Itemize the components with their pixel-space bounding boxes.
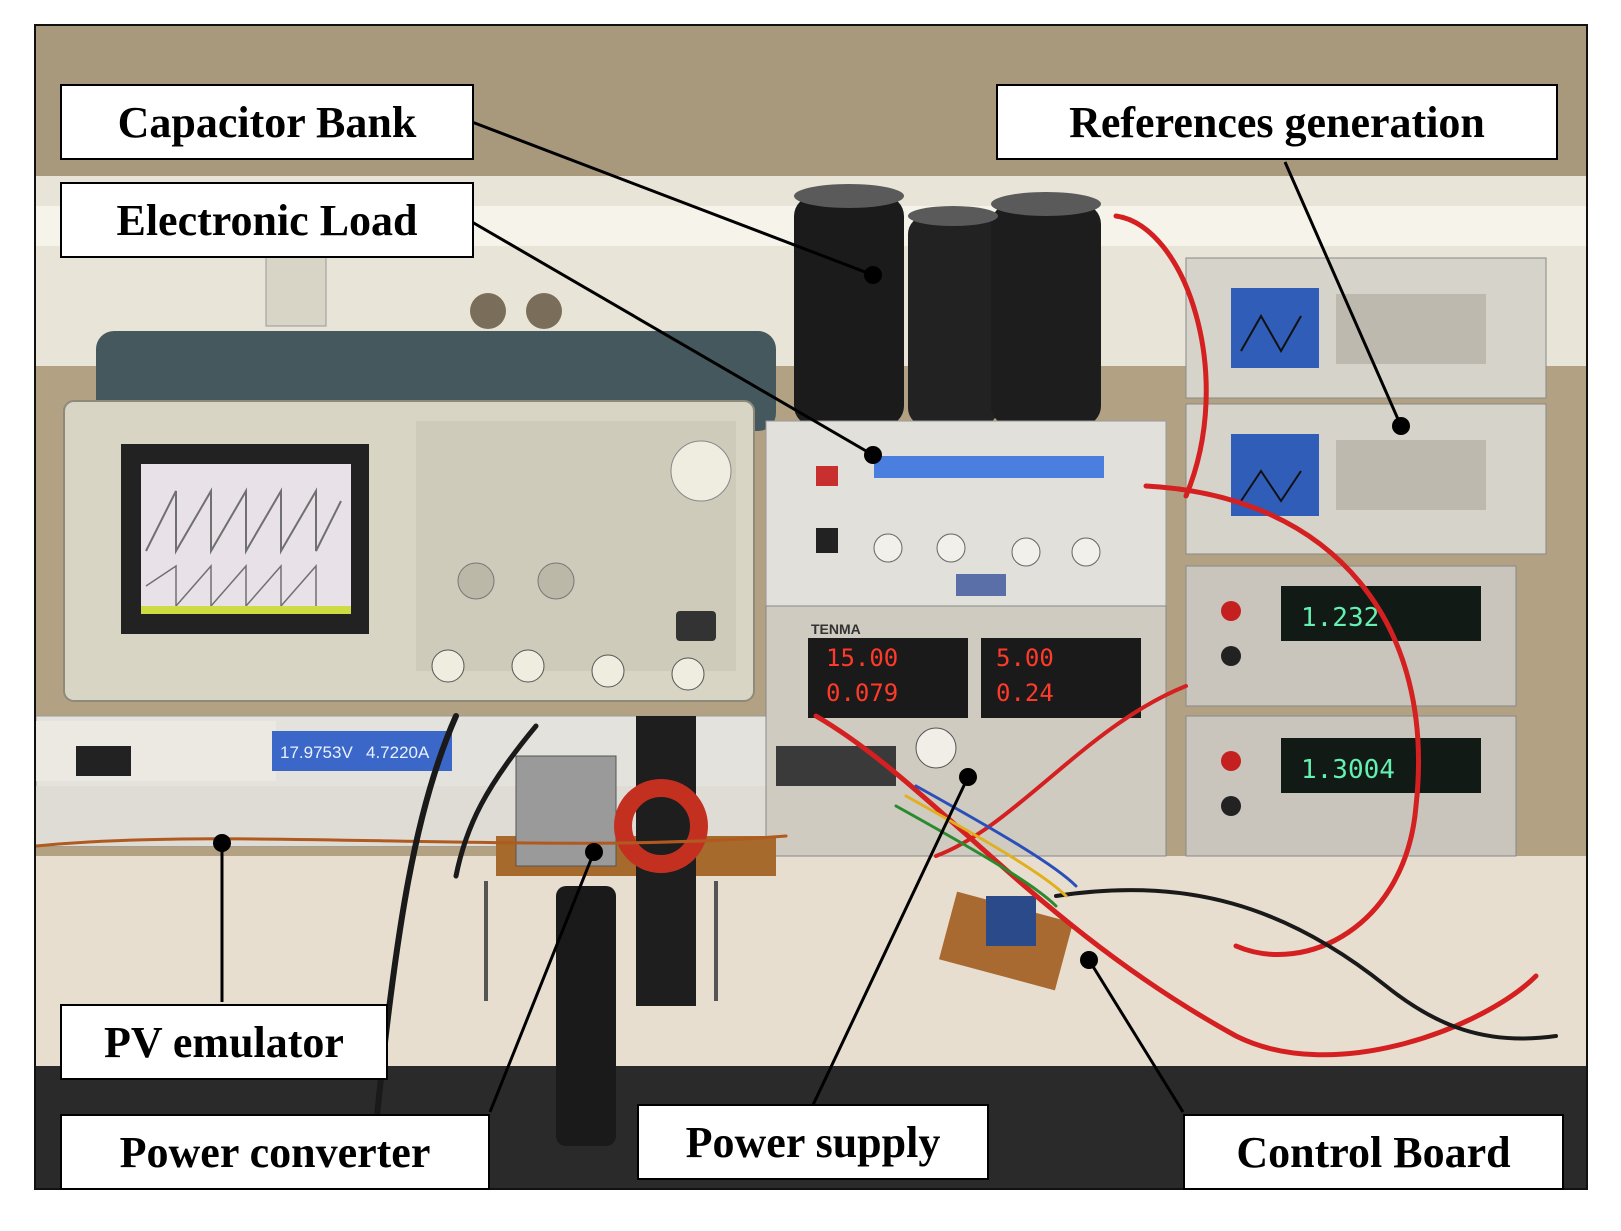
control-board <box>938 891 1074 991</box>
power-supply-ch1-current: 0.079 <box>826 679 898 707</box>
power-supply-brand: TENMA <box>811 621 861 637</box>
power-supply-ch2-current: 0.24 <box>996 679 1054 707</box>
multimeter-bottom-readout: 1.3004 <box>1301 755 1395 785</box>
label-pv-emulator: PV emulator <box>60 1004 388 1080</box>
function-generators <box>1185 257 1547 555</box>
label-electronic-load: Electronic Load <box>60 182 474 258</box>
pv-emulator-current-readout: 4.7220A <box>366 743 430 762</box>
label-capacitor-bank: Capacitor Bank <box>60 84 474 160</box>
power-supply-ch2-voltage: 5.00 <box>996 644 1054 672</box>
cables <box>36 213 1558 1129</box>
label-power-supply: Power supply <box>637 1104 989 1180</box>
label-control-board: Control Board <box>1183 1114 1564 1190</box>
label-references-generation: References generation <box>996 84 1558 160</box>
power-supply-ch1-voltage: 15.00 <box>826 644 898 672</box>
pv-emulator-readout: 17.9753V <box>280 743 353 762</box>
label-power-converter: Power converter <box>60 1114 490 1190</box>
capacitor-bank-unit <box>794 184 1101 426</box>
oscilloscope <box>63 400 755 702</box>
electronic-load-unit <box>765 420 1167 607</box>
multimeter-top-readout: 1.232 <box>1301 603 1379 633</box>
multimeters: 1.232 1.3004 <box>1185 565 1517 857</box>
